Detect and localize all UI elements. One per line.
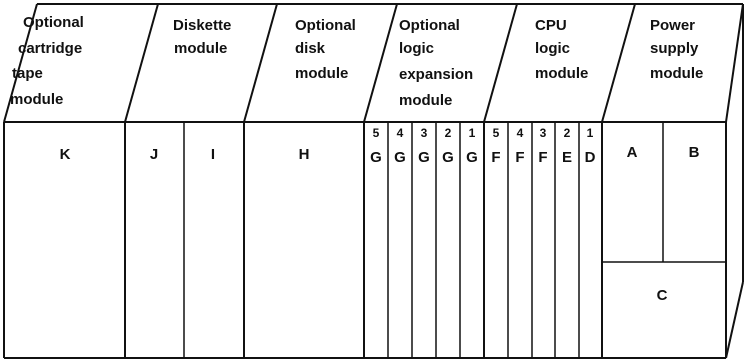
frame-right-slant xyxy=(725,3,744,123)
slot-label-j: J xyxy=(150,146,158,163)
expansion-position-number: 1 xyxy=(469,126,476,140)
expansion-slot-letter: G xyxy=(418,149,430,166)
expansion-position-number: 2 xyxy=(445,126,452,140)
divider-slant-4 xyxy=(483,3,518,123)
expansion-slot-letter: G xyxy=(394,149,406,166)
divider-slant-1 xyxy=(124,3,159,123)
power-slot-c: C xyxy=(657,287,668,304)
cpu-slot-letter: E xyxy=(562,149,572,166)
frame-right-depth xyxy=(725,281,744,359)
expansion-slot-letter: G xyxy=(466,149,478,166)
expansion-slot-letter: G xyxy=(442,149,454,166)
divider-slant-2 xyxy=(243,3,278,123)
disk-module-title: Optional disk module xyxy=(295,17,360,82)
cpu-slot-letter: F xyxy=(515,149,524,166)
expansion-position-number: 3 xyxy=(421,126,428,140)
cpu-logic-module-title: CPU logic module xyxy=(535,17,588,82)
expansion-position-number: 5 xyxy=(373,126,380,140)
cpu-position-number: 3 xyxy=(540,126,547,140)
cpu-position-number: 5 xyxy=(493,126,500,140)
diskette-module-title: Diskette module xyxy=(173,17,236,57)
power-slot-a: A xyxy=(627,144,638,161)
cpu-position-number: 4 xyxy=(517,126,524,140)
slot-label-k: K xyxy=(60,146,71,163)
power-slot-b: B xyxy=(689,144,700,161)
tape-module-title: Optional cartridge tape module xyxy=(10,14,88,108)
divider-slant-0 xyxy=(3,3,38,123)
logic-expansion-module-title: Optional logic expansion module xyxy=(399,17,477,109)
slot-label-h: H xyxy=(299,146,310,163)
divider-slant-3 xyxy=(363,3,398,123)
divider-slant-5 xyxy=(601,3,636,123)
expansion-position-number: 4 xyxy=(397,126,404,140)
slot-label-i: I xyxy=(211,146,215,163)
cpu-slot-letter: D xyxy=(585,149,596,166)
cpu-slot-letter: F xyxy=(538,149,547,166)
cpu-position-number: 2 xyxy=(564,126,571,140)
cpu-position-number: 1 xyxy=(587,126,594,140)
power-supply-module-title: Power supply module xyxy=(650,17,703,82)
cpu-slot-letter: F xyxy=(491,149,500,166)
expansion-slot-letter: G xyxy=(370,149,382,166)
